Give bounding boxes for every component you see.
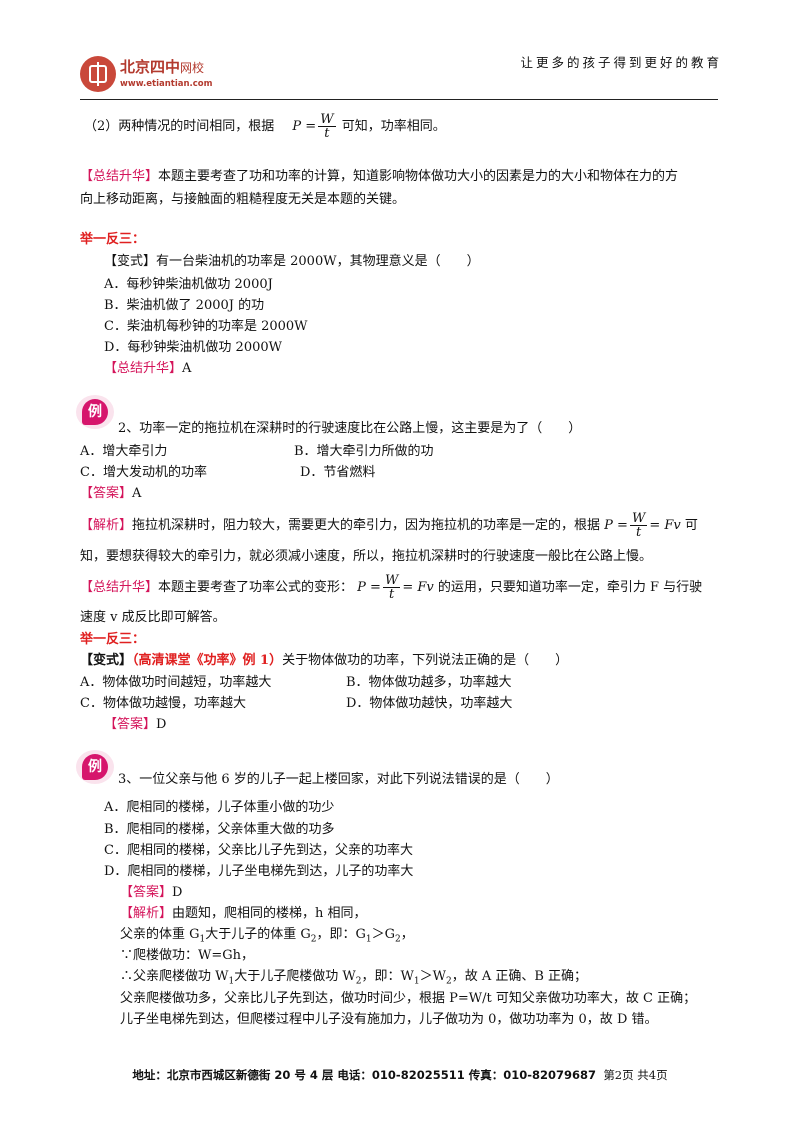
text-line: 【总结升华】A [104,361,192,376]
logo-emblem-icon [80,56,116,92]
option-b: B．爬相同的楼梯，父亲体重大做的功多 [104,822,335,837]
answer-tag: 【答案】 [104,717,157,732]
option-b: B．物体做功越多，功率越大 [346,675,512,690]
practice-heading: 举一反三： [80,632,146,647]
text-line: ∵爬楼做功：W=Gh， [120,948,255,963]
text-line: 【答案】D [104,717,167,732]
example-badge: 例 [76,395,114,429]
text-line: 【答案】A [80,486,142,501]
summary-tag: 【总结升华】 [80,169,159,184]
option-c: C．增大发动机的功率 [80,465,207,480]
analysis-tag: 【解析】 [80,518,133,533]
text-line: ∴父亲爬楼做功 W1大于儿子爬楼做功 W2，即：W1＞W2，故 A 正确、B 正… [120,969,588,987]
text-line: 【总结升华】本题主要考查了功和功率的计算，知道影响物体做功大小的因素是力的大小和… [80,169,679,184]
option-a: A．爬相同的楼梯，儿子体重小做的功少 [104,800,335,815]
logo-url: www.etiantian.com [120,79,213,89]
example-badge: 例 [76,750,114,784]
question-text: 3、一位父亲与他 6 岁的儿子一起上楼回家，对此下列说法错误的是（ ） [118,772,559,787]
option-c: C．物体做功越慢，功率越大 [80,696,246,711]
option-d: D．节省燃料 [300,465,376,480]
text-line: 向上移动距离，与接触面的粗糙程度无关是本题的关键。 [80,192,406,207]
header-slogan: 让更多的孩子得到更好的教育 [520,55,722,70]
site-logo: 北京四中网校 www.etiantian.com [80,52,240,98]
text-line: 父亲的体重 G1大于儿子的体重 G2，即：G1＞G2， [120,927,414,945]
option-c: C．柴油机每秒钟的功率是 2000W [104,319,308,334]
summary-tag: 【总结升华】 [80,580,159,595]
logo-text: 北京四中网校 [120,58,205,76]
answer-tag: 【答案】 [120,885,173,900]
header-divider [80,99,718,100]
question-text: 【变式】（高清课堂《功率》例 1）关于物体做功的功率，下列说法正确的是（ ） [80,653,569,668]
question-text: 2、功率一定的拖拉机在深耕时的行驶速度比在公路上慢，这主要是为了（ ） [118,421,582,436]
text-line: 【解析】由题知，爬相同的楼梯，h 相同， [120,906,367,921]
option-d: D．爬相同的楼梯，儿子坐电梯先到达，儿子的功率大 [104,864,414,879]
text-line: 儿子坐电梯先到达，但爬楼过程中儿子没有施加力，儿子做功为 0，做功功率为 0，故… [120,1012,658,1027]
analysis-tag: 【解析】 [120,906,173,921]
text-line: 【解析】拖拉机深耕时，阻力较大，需要更大的牵引力，因为拖拉机的功率是一定的，根据… [80,511,698,540]
summary-tag: 【总结升华】 [104,361,183,376]
text-line: 速度 v 成反比即可解答。 [80,610,226,625]
option-a: A．每秒钟柴油机做功 2000J [104,277,273,292]
option-b: B．柴油机做了 2000J 的功 [104,298,265,313]
footer-address: 地址：北京市西城区新德街 20 号 4 层 电话：010-82025511 传真… [132,1068,596,1082]
answer-tag: 【答案】 [80,486,133,501]
text-line: 【答案】D [120,885,183,900]
page-number: 第2页 共4页 [603,1068,668,1082]
option-b: B．增大牵引力所做的功 [294,444,434,459]
text-line: 父亲爬楼做功多，父亲比儿子先到达，做功时间少，根据 P=W/t 可知父亲做功功率… [120,991,697,1006]
page-footer: 地址：北京市西城区新德街 20 号 4 层 电话：010-82025511 传真… [0,1067,800,1083]
option-d: D．物体做功越快，功率越大 [346,696,513,711]
option-a: A．增大牵引力 [80,444,168,459]
option-d: D．每秒钟柴油机做功 2000W [104,340,283,355]
option-a: A．物体做功时间越短，功率越大 [80,675,272,690]
question-text: 【变式】有一台柴油机的功率是 2000W，其物理意义是（ ） [104,254,480,269]
text-line: 知，要想获得较大的牵引力，就必须减小速度，所以，拖拉机深耕时的行驶速度一般比在公… [80,549,653,564]
practice-heading: 举一反三： [80,232,146,247]
option-c: C．爬相同的楼梯，父亲比儿子先到达，父亲的功率大 [104,843,413,858]
